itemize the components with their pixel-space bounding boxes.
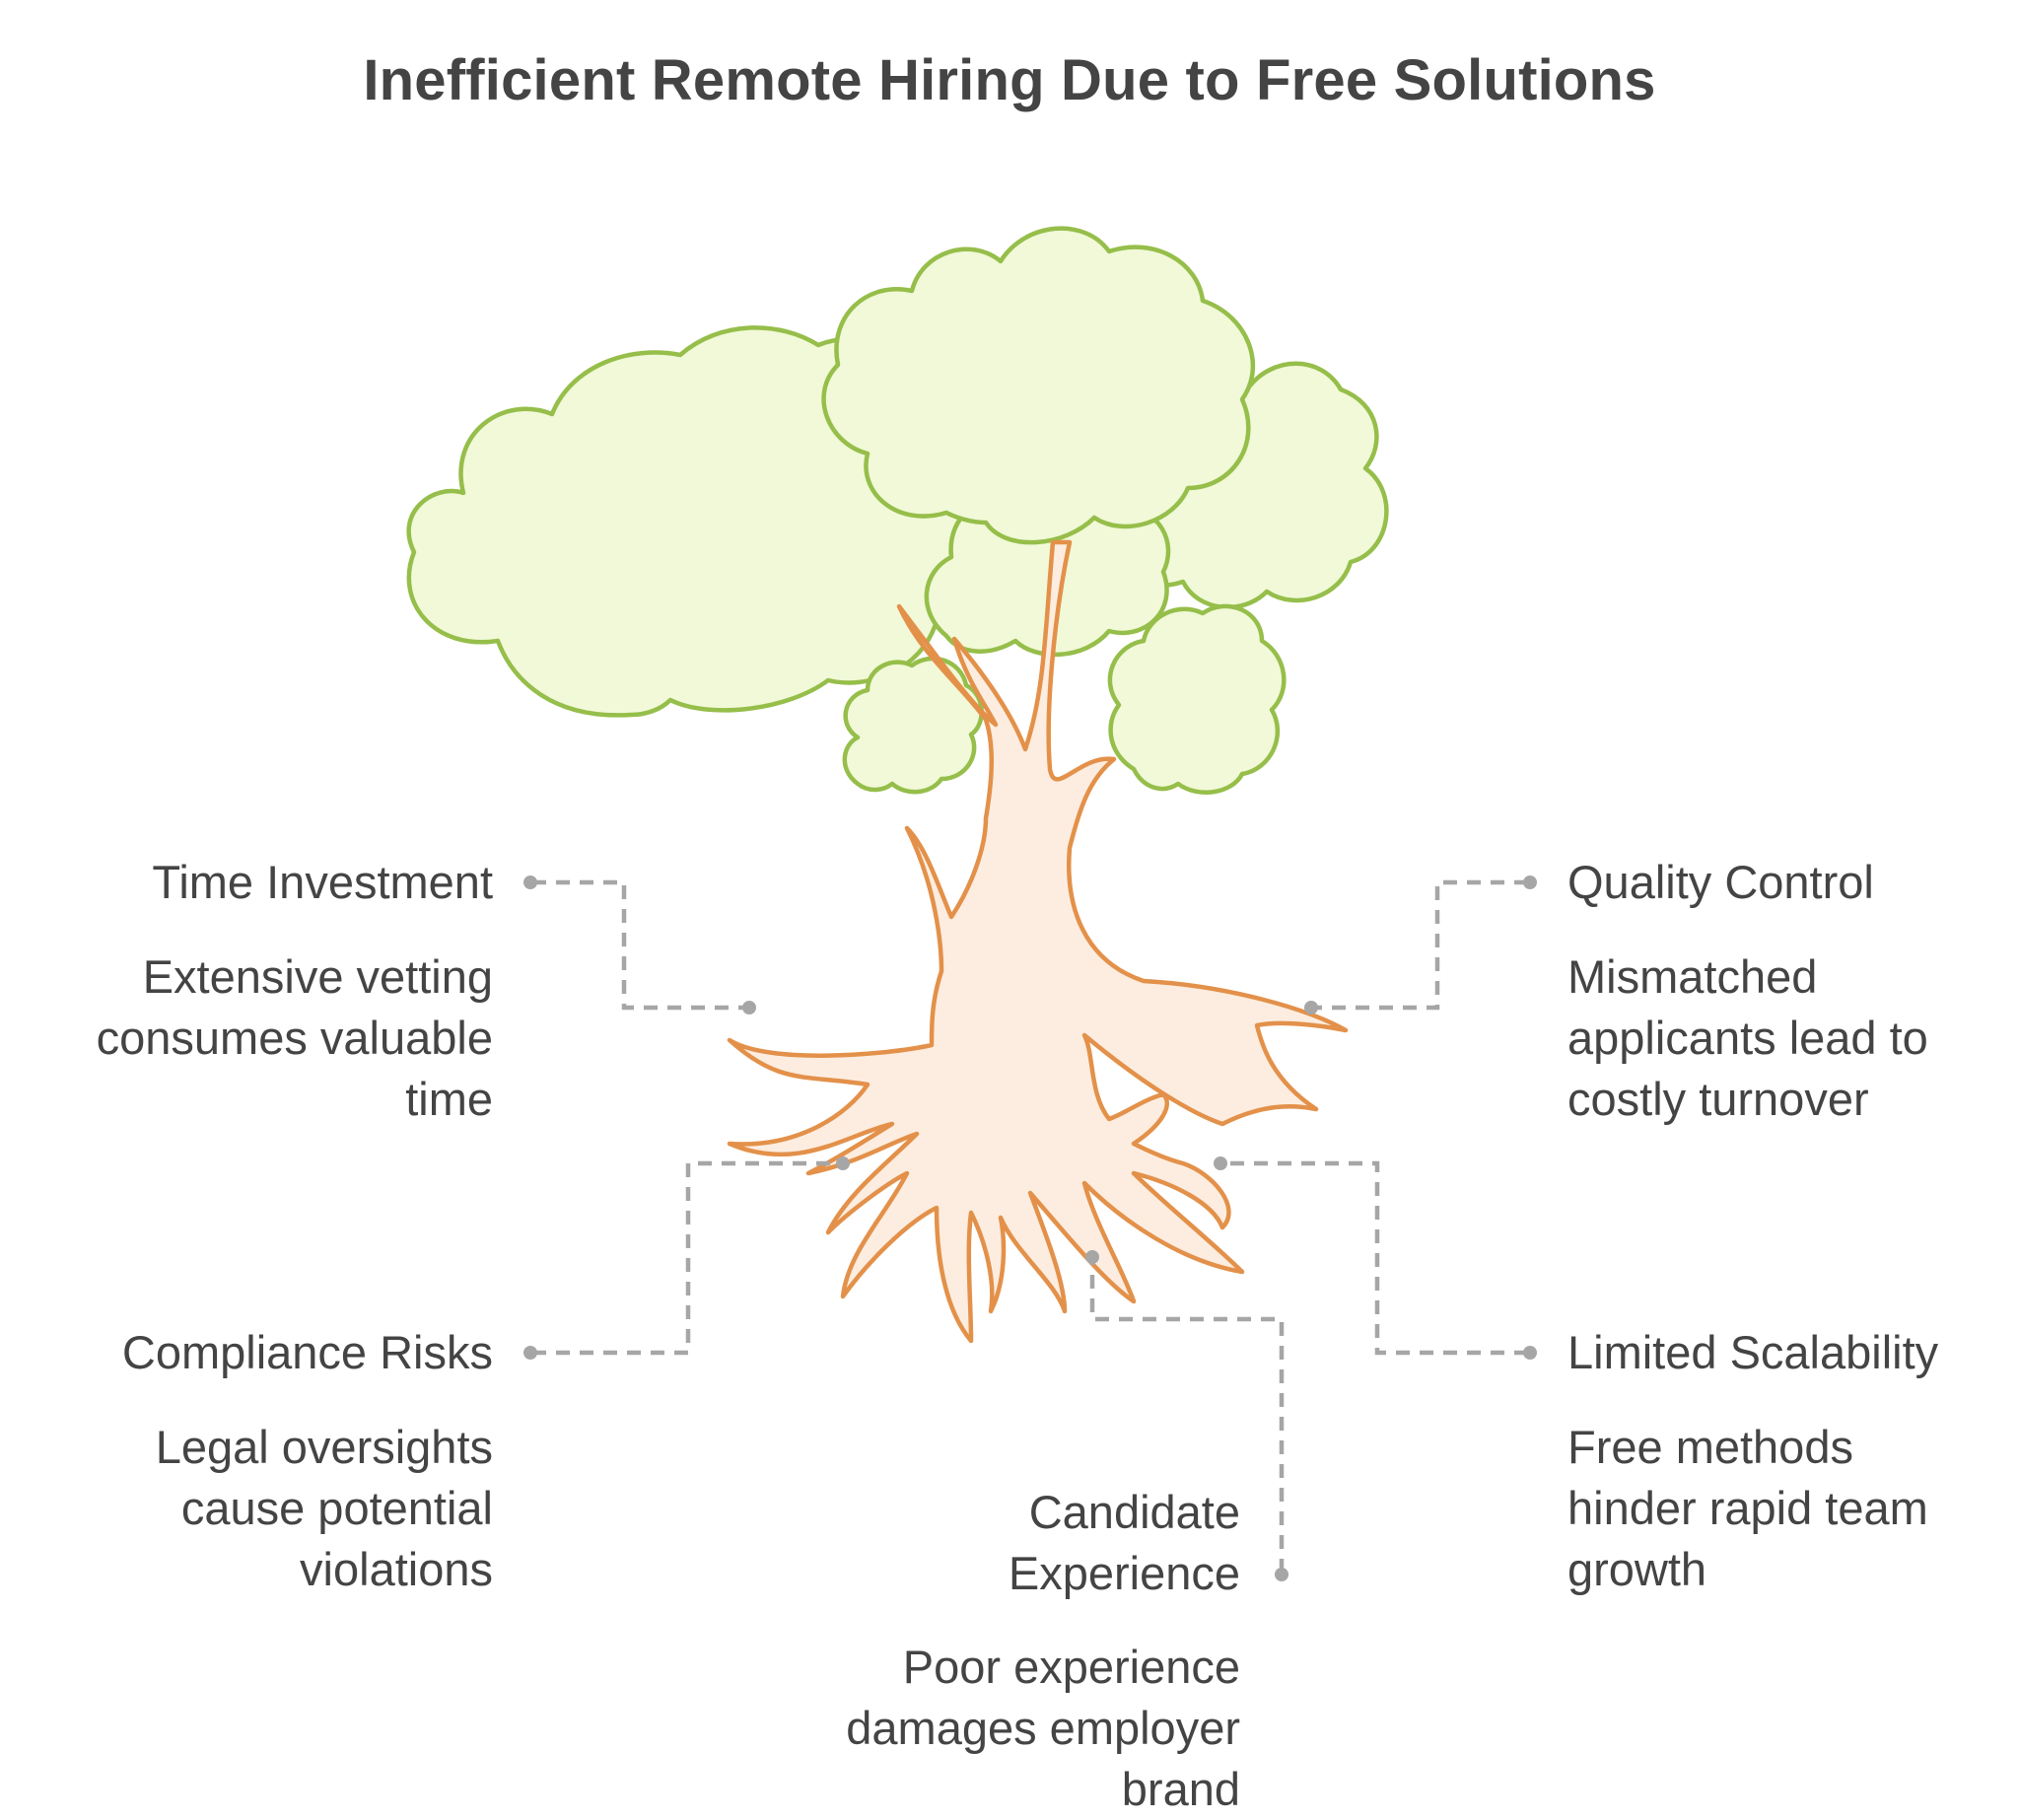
desc-time-investment: Extensive vetting consumes valuable time bbox=[96, 950, 493, 1125]
desc-limited-scalability: Free methods hinder rapid team growth bbox=[1567, 1421, 1928, 1595]
connector-compliance-risks bbox=[532, 1160, 843, 1356]
label-limited-scalability: Limited Scalability bbox=[1567, 1326, 1939, 1378]
diagram-title: Inefficient Remote Hiring Due to Free So… bbox=[363, 48, 1656, 112]
connector-candidate-experience bbox=[1089, 1257, 1285, 1573]
connector-quality-control bbox=[1311, 879, 1528, 1011]
desc-compliance-risks: Legal oversights cause potential violati… bbox=[155, 1421, 493, 1595]
connector-lines bbox=[532, 879, 1528, 1573]
desc-candidate-experience: Poor experience damages employer brand bbox=[846, 1641, 1240, 1815]
label-time-investment: Time Investment bbox=[152, 856, 493, 908]
label-candidate-experience: Candidate Experience bbox=[1008, 1486, 1240, 1599]
connector-dots bbox=[523, 875, 1537, 1581]
label-compliance-risks: Compliance Risks bbox=[121, 1326, 493, 1378]
label-quality-control: Quality Control bbox=[1567, 856, 1874, 908]
tree-trunk-roots bbox=[727, 539, 1349, 1344]
connector-limited-scalability bbox=[1220, 1160, 1528, 1356]
desc-quality-control: Mismatched applicants lead to costly tur… bbox=[1567, 950, 1928, 1125]
connector-time-investment bbox=[532, 879, 749, 1011]
tree-foliage bbox=[406, 226, 1389, 795]
